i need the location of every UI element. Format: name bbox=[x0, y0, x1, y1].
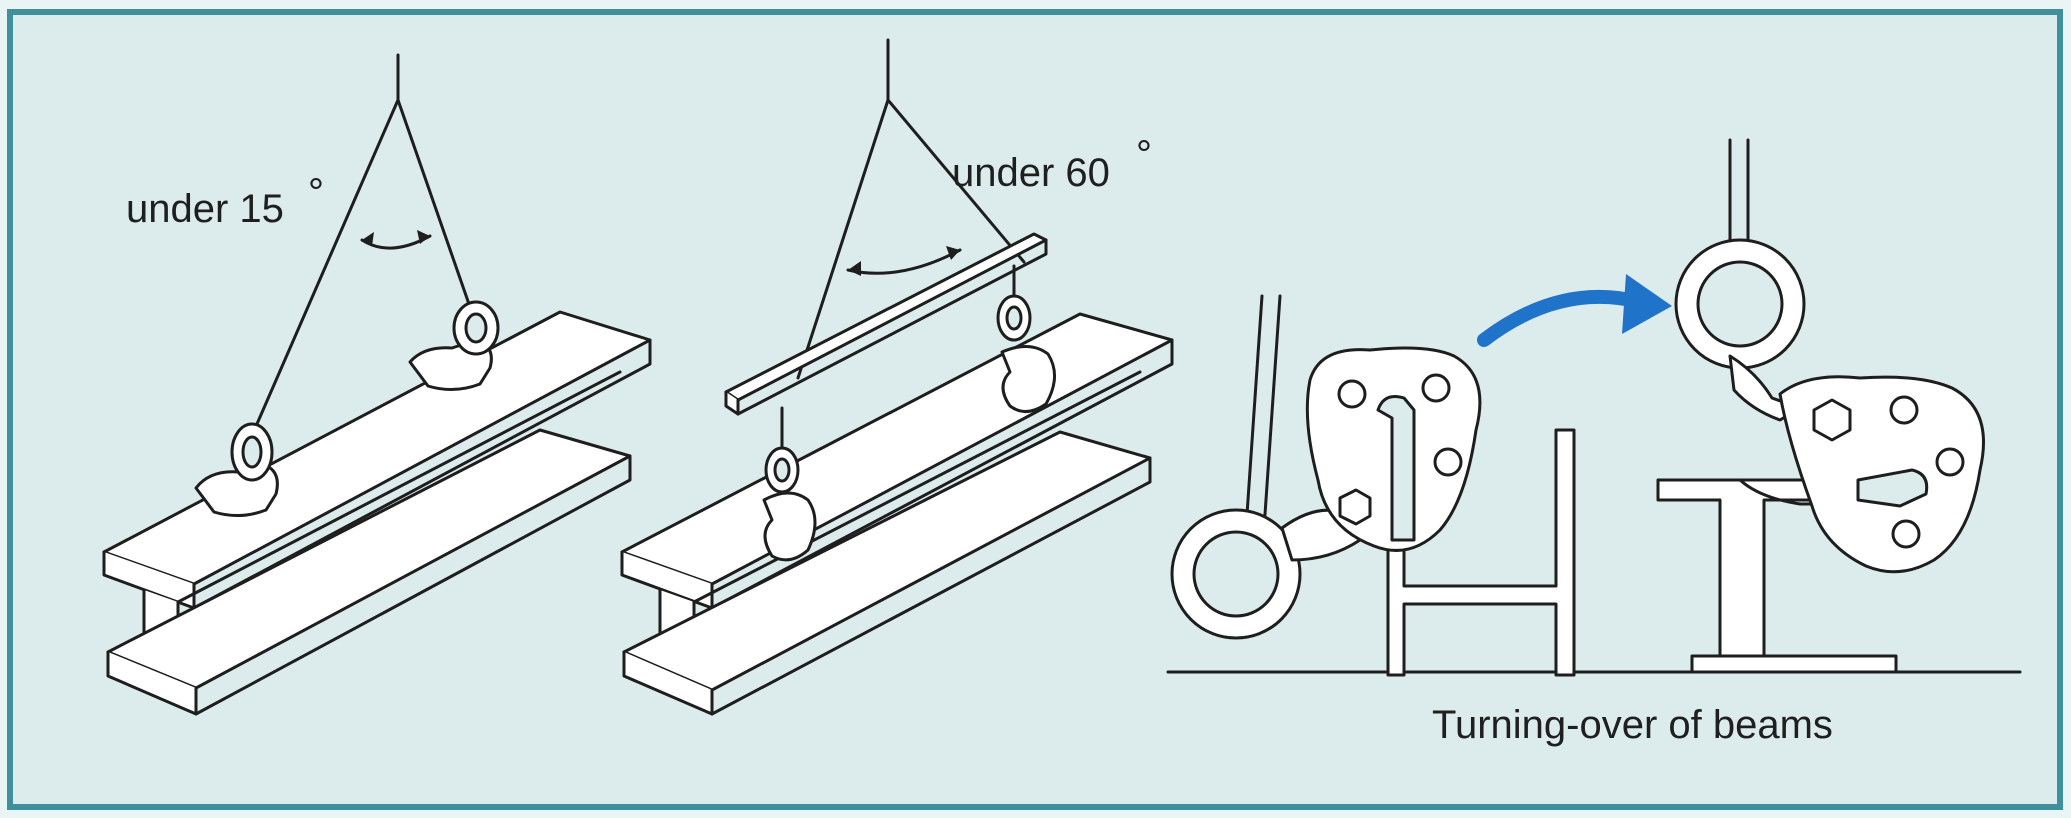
turning-arrow bbox=[1477, 289, 1647, 347]
clamp-b-bolt-1 bbox=[1889, 395, 1919, 425]
left-angle-arrowhead-a bbox=[362, 232, 374, 246]
middle-clamp-1-body bbox=[762, 491, 817, 562]
left-angle-arrowhead-b bbox=[417, 230, 430, 244]
clamp-a-hex-nut bbox=[1338, 488, 1372, 526]
left-sling-leg-b bbox=[396, 98, 480, 332]
middle-lifting-setup: under 60 ° bbox=[620, 38, 1174, 716]
left-sling-leg-a bbox=[248, 98, 400, 442]
lying-beam-bottom-flange bbox=[1690, 654, 1898, 674]
left-beam-top-flange-front bbox=[102, 550, 196, 610]
clamp-b-bolt-2 bbox=[1935, 447, 1965, 477]
clamp-b-hex-nut bbox=[1812, 398, 1852, 442]
degree-symbol-15: ° bbox=[308, 171, 324, 215]
clamp-a-bolt-1 bbox=[1337, 379, 1367, 409]
angle-label-15: under 15 bbox=[126, 187, 284, 231]
middle-angle-arrowhead-a bbox=[848, 261, 861, 276]
middle-sling-leg-a bbox=[796, 98, 890, 380]
clamp-a-jaw bbox=[1376, 395, 1416, 542]
clamp-a-wire-2 bbox=[1260, 294, 1282, 560]
turning-arrow-head bbox=[1622, 274, 1672, 334]
turning-over-illustration: Turning-over of beams bbox=[1166, 138, 2022, 747]
clamp-a-bolt-2 bbox=[1421, 373, 1451, 403]
middle-sling-leg-b bbox=[886, 98, 1026, 264]
clamp-b-jaw bbox=[1856, 468, 1929, 508]
middle-clamp-2-body bbox=[1000, 345, 1056, 413]
left-lifting-setup: under 15 ° bbox=[102, 53, 652, 716]
angle-label-60: under 60 bbox=[952, 151, 1110, 195]
turning-over-caption: Turning-over of beams bbox=[1432, 703, 1833, 747]
degree-symbol-60: ° bbox=[1136, 133, 1152, 177]
clamp-b-bolt-3 bbox=[1891, 519, 1921, 549]
clamp-a-bolt-3 bbox=[1433, 447, 1463, 477]
middle-angle-arrowhead-b bbox=[946, 246, 960, 260]
